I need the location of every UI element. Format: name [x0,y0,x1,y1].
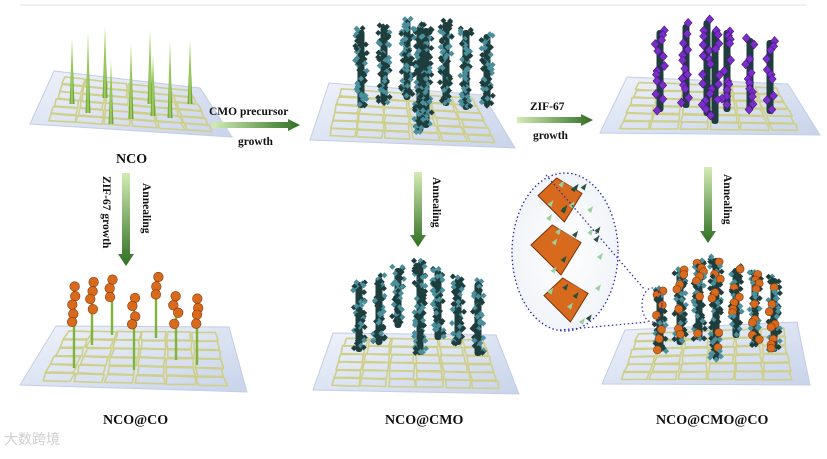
zif-coated-rod [705,25,724,124]
caption-cmo-growth: growth [238,136,273,148]
nco-needle [167,40,173,118]
cmo-co-rod [764,273,783,353]
caption-annealing-2: Annealing [430,177,442,228]
cmo-rod [449,273,467,347]
co-decorated-needle [191,293,204,365]
arrow-annealing-zif [700,167,716,243]
co-decorated-needle [168,291,184,360]
nco-needle [85,32,91,113]
cmo-co-rod [746,269,764,349]
zoom-inset [511,172,663,332]
nco-needle [108,60,114,124]
arrow-zif67-growth [517,114,593,126]
zif-coated-rod [762,36,779,115]
caption-cmo-precursor: CMO precursor [209,106,289,118]
cmo-co-rod [690,257,708,342]
cmo-precursor-rod [478,31,496,109]
co-decorated-needle [85,277,99,345]
label-nco-cmo-co: NCO@CMO@CO [656,413,769,428]
caption-annealing-3: Annealing [721,174,733,225]
cmo-rod [370,272,388,346]
zif-coated-rod [741,33,759,115]
caption-zif67-growth-vertical: ZIF-67 growth [100,176,112,249]
label-nco-cmo: NCO@CMO [385,413,464,428]
label-nco: NCO [116,152,148,167]
arrow-cmo-precursor-growth [212,119,300,131]
cmo-rod [411,257,429,356]
cmo-rod [350,279,368,352]
co-decorated-needle [127,292,141,370]
cmo-precursor-rod [437,17,455,106]
cmo-precursor-rod [411,21,429,135]
co-decorated-needle [66,281,81,368]
caption-zif67: ZIF-67 [530,101,565,113]
caption-annealing-1: Annealing [140,183,152,234]
co-decorated-needle [150,271,164,338]
cmo-rod [389,263,407,328]
caption-zif67-growth: growth [533,130,568,142]
co-decorated-needle [104,274,118,335]
cmo-rod [429,265,447,340]
nco-needle [150,55,156,116]
nco-needle [128,42,134,119]
nco-needle [102,26,108,98]
zoom-source-marker [641,287,663,323]
arrow-annealing-nco [118,173,134,266]
cmo-precursor-rod [375,22,393,106]
zif-coated-rod [650,25,669,116]
nco-needle [69,38,75,104]
cmo-co-rod [707,253,725,363]
substrate-nco-co-mesh [42,330,229,387]
cmo-co-rod [727,263,745,338]
label-nco-co: NCO@CO [103,413,169,428]
cmo-precursor-rod [352,25,370,109]
nco-needle [147,30,153,104]
cmo-precursor-rod [457,25,475,110]
nco-needle [187,40,193,104]
cmo-co-rod [671,265,689,345]
watermark-text: 大数跨境 [4,432,60,448]
arrow-annealing-cmo [410,172,426,247]
zif-coated-rod [717,26,735,112]
cmo-rod [469,277,487,356]
zif-coated-rod [676,17,693,108]
